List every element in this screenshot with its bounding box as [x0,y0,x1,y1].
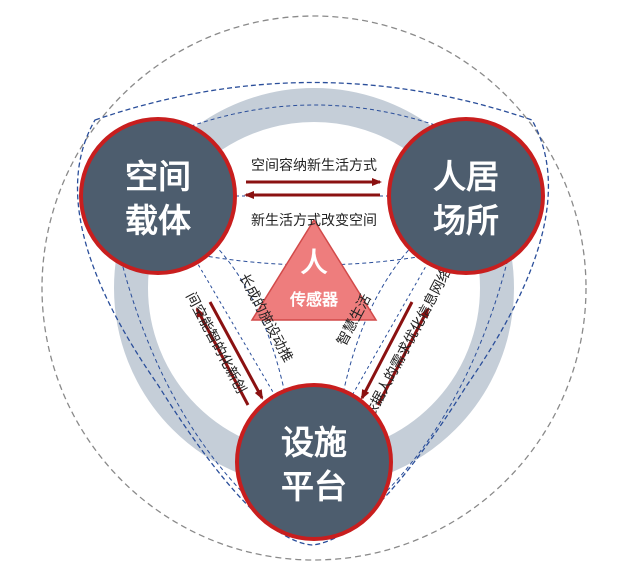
arrow-facility-to-home [376,307,430,406]
outer-dashed-circle [41,15,587,561]
node-facility-line2: 平台 [281,467,347,506]
node-facility-platform: 设施 平台 [235,383,393,541]
arrow-home-to-facility [360,301,414,400]
arrow-space-to-facility [208,301,264,400]
node-space-line1: 空间 [125,157,191,196]
arrow-facility-to-space [195,307,250,406]
edge-label-top-upper: 空间容纳新生活方式 [251,157,377,174]
center-subtitle: 传感器 [289,290,339,309]
node-home-line1: 人居 [433,157,499,196]
center-title: 人 [301,248,328,279]
edge-label-top-lower: 新生活方式改变空间 [251,213,377,229]
node-home-line2: 场所 [433,201,499,240]
node-space-line2: 载体 [125,201,191,240]
outer-dashed-triangle [76,81,549,546]
center-triangle [250,218,378,321]
edge-label-left-outer: 间空能智的化新创 [182,290,249,396]
node-space-carrier: 空间 载体 [79,117,237,275]
node-facility-line1: 设施 [281,423,347,462]
node-human-settlement: 人居 场所 [387,117,545,275]
inner-dashed-triangle [157,195,467,463]
